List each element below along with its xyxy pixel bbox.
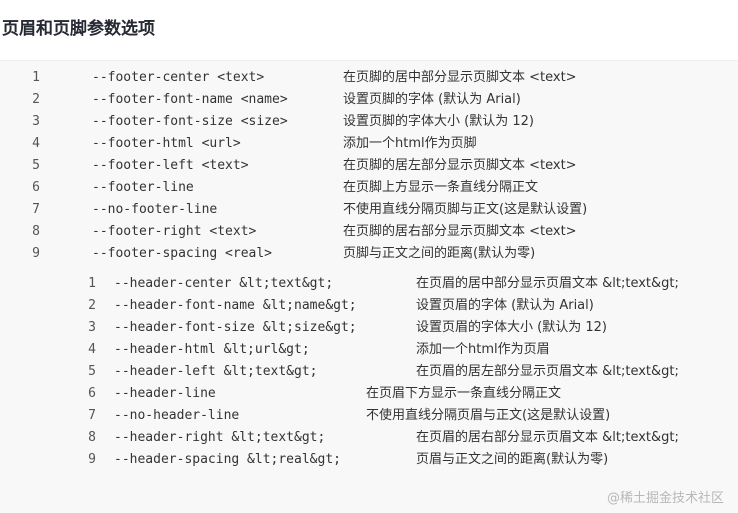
code-line: 6 --footer-line 在页脚上方显示一条直线分隔正文 — [0, 177, 738, 199]
line-number: 9 — [88, 452, 96, 467]
code-line: 3 --header-font-size &lt;size&gt; 设置页眉的字体大… — [0, 317, 738, 339]
option-flag: --no-header-line — [114, 408, 240, 423]
line-number: 3 — [32, 114, 40, 129]
option-flag: --header-font-name &lt;name&gt; — [114, 298, 357, 313]
option-description: 在页眉的居右部分显示页眉文本 &lt;text&gt; — [416, 430, 679, 445]
option-flag: --header-font-size &lt;size&gt; — [114, 320, 357, 335]
option-description: 不使用直线分隔页眉与正文(这是默认设置) — [366, 408, 611, 423]
code-line: 4 --header-html &lt;url&gt; 添加一个html作为页眉 — [0, 339, 738, 361]
watermark: @稀土掘金技术社区 — [606, 491, 724, 506]
option-description: 设置页脚的字体 (默认为 Arial) — [343, 92, 521, 107]
option-flag: --footer-left <text> — [92, 158, 249, 173]
option-description: 在页脚的居左部分显示页脚文本 <text> — [343, 158, 577, 173]
code-block: 1 --footer-center <text> 在页脚的居中部分显示页脚文本 <t… — [0, 60, 738, 513]
line-number: 6 — [88, 386, 96, 401]
option-flag: --header-left &lt;text&gt; — [114, 364, 318, 379]
code-line: 1 --header-center &lt;text&gt; 在页眉的居中部分显示页… — [0, 273, 738, 295]
option-description: 设置页眉的字体 (默认为 Arial) — [416, 298, 594, 313]
option-flag: --footer-font-size <size> — [92, 114, 288, 129]
option-flag: --footer-center <text> — [92, 70, 265, 85]
option-description: 在页脚的居右部分显示页脚文本 <text> — [343, 224, 577, 239]
code-line: 5 --header-left &lt;text&gt; 在页眉的居左部分显示页眉文… — [0, 361, 738, 383]
option-description: 添加一个html作为页眉 — [416, 342, 550, 357]
code-line: 9 --footer-spacing <real> 页脚与正文之间的距离(默认为零) — [0, 243, 738, 265]
line-number: 6 — [32, 180, 40, 195]
line-number: 4 — [88, 342, 96, 357]
line-number: 7 — [32, 202, 40, 217]
line-number: 4 — [32, 136, 40, 151]
option-description: 不使用直线分隔页脚与正文(这是默认设置) — [343, 202, 588, 217]
line-number: 8 — [32, 224, 40, 239]
code-line: 8 --footer-right <text> 在页脚的居右部分显示页脚文本 <te… — [0, 221, 738, 243]
line-number: 1 — [32, 70, 40, 85]
code-line: 5 --footer-left <text> 在页脚的居左部分显示页脚文本 <tex… — [0, 155, 738, 177]
option-description: 设置页眉的字体大小 (默认为 12) — [416, 320, 607, 335]
line-number: 5 — [88, 364, 96, 379]
option-description: 在页脚的居中部分显示页脚文本 <text> — [343, 70, 577, 85]
option-flag: --header-right &lt;text&gt; — [114, 430, 326, 445]
option-flag: --no-footer-line — [92, 202, 218, 217]
option-flag: --footer-line — [92, 180, 194, 195]
line-number: 2 — [32, 92, 40, 107]
line-number: 8 — [88, 430, 96, 445]
option-flag: --footer-right <text> — [92, 224, 257, 239]
option-description: 页眉与正文之间的距离(默认为零) — [416, 452, 609, 467]
code-line: 2 --header-font-name &lt;name&gt; 设置页眉的字体 … — [0, 295, 738, 317]
line-number: 9 — [32, 246, 40, 261]
section-title: 页眉和页脚参数选项 — [2, 19, 155, 39]
option-description: 在页眉的居左部分显示页眉文本 &lt;text&gt; — [416, 364, 679, 379]
line-number: 1 — [88, 276, 96, 291]
code-line: 9 --header-spacing &lt;real&gt; 页眉与正文之间的距离… — [0, 449, 738, 471]
option-flag: --footer-spacing <real> — [92, 246, 273, 261]
option-description: 页脚与正文之间的距离(默认为零) — [343, 246, 536, 261]
code-line: 4 --footer-html <url> 添加一个html作为页脚 — [0, 133, 738, 155]
option-flag: --header-center &lt;text&gt; — [114, 276, 334, 291]
option-description: 在页脚上方显示一条直线分隔正文 — [343, 180, 539, 195]
option-description: 添加一个html作为页脚 — [343, 136, 477, 151]
option-description: 在页眉的居中部分显示页眉文本 &lt;text&gt; — [416, 276, 679, 291]
option-flag: --header-html &lt;url&gt; — [114, 342, 310, 357]
code-line: 1 --footer-center <text> 在页脚的居中部分显示页脚文本 <t… — [0, 67, 738, 89]
code-line: 7 --no-header-line 不使用直线分隔页眉与正文(这是默认设置) — [0, 405, 738, 427]
option-flag: --footer-font-name <name> — [92, 92, 288, 107]
line-number: 2 — [88, 298, 96, 313]
line-number: 3 — [88, 320, 96, 335]
code-line: 3 --footer-font-size <size> 设置页脚的字体大小 (默认为… — [0, 111, 738, 133]
code-line: 7 --no-footer-line 不使用直线分隔页脚与正文(这是默认设置) — [0, 199, 738, 221]
code-line: 8 --header-right &lt;text&gt; 在页眉的居右部分显示页眉… — [0, 427, 738, 449]
option-flag: --header-spacing &lt;real&gt; — [114, 452, 341, 467]
code-line: 6 --header-line 在页眉下方显示一条直线分隔正文 — [0, 383, 738, 405]
line-number: 5 — [32, 158, 40, 173]
option-flag: --footer-html <url> — [92, 136, 241, 151]
line-number: 7 — [88, 408, 96, 423]
option-description: 设置页脚的字体大小 (默认为 12) — [343, 114, 534, 129]
option-flag: --header-line — [114, 386, 216, 401]
option-description: 在页眉下方显示一条直线分隔正文 — [366, 386, 562, 401]
code-line: 2 --footer-font-name <name> 设置页脚的字体 (默认为 A… — [0, 89, 738, 111]
